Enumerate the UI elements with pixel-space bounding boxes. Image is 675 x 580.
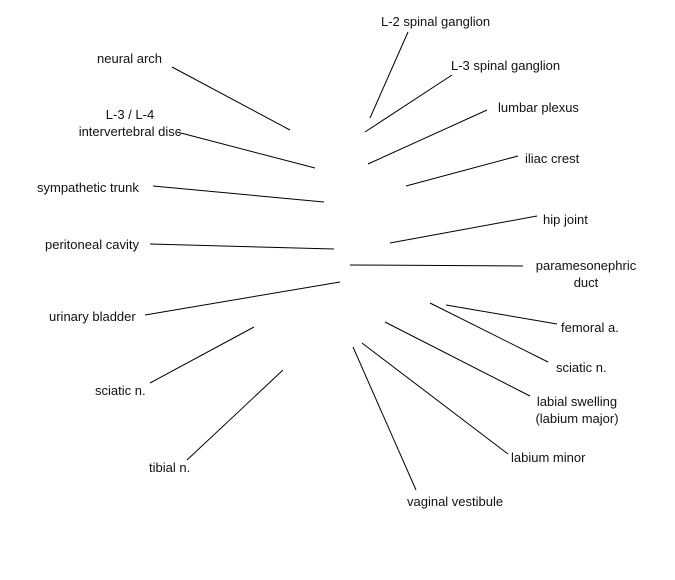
- leader-vaginal-vestibule: [352, 346, 417, 491]
- leader-femoral-a: [445, 304, 558, 325]
- label-l3-l4-disc-line1: L-3 / L-4: [105, 107, 155, 122]
- label-hip-joint: hip joint: [543, 212, 588, 227]
- leader-l3-ganglion: [364, 74, 453, 133]
- leader-lumbar-plexus: [367, 109, 488, 165]
- label-l3-l4-disc-line2: intervertebral disc: [78, 124, 182, 139]
- label-paramesonephric-line1: paramesonephric: [535, 258, 637, 273]
- label-labial-swelling-line1: labial swelling: [536, 394, 618, 409]
- leader-labium-minor: [361, 342, 509, 455]
- label-labial-swelling: labial swelling (labium major): [525, 393, 629, 427]
- label-vaginal-vestibule: vaginal vestibule: [407, 494, 504, 509]
- leader-peritoneal-cavity: [149, 243, 335, 250]
- label-l3-spinal-ganglion: L-3 spinal ganglion: [451, 58, 561, 73]
- leader-hip-joint: [389, 215, 538, 244]
- leader-neural-arch: [171, 66, 291, 131]
- leader-tibial-n: [186, 369, 284, 461]
- label-sympathetic-trunk: sympathetic trunk: [37, 180, 139, 195]
- label-sciatic-n-right: sciatic n.: [556, 360, 607, 375]
- leader-iliac-crest: [405, 155, 519, 187]
- label-paramesonephric-duct: paramesonephric duct: [522, 257, 650, 291]
- label-femoral-a: femoral a.: [561, 320, 619, 335]
- label-urinary-bladder: urinary bladder: [49, 309, 136, 324]
- label-neural-arch: neural arch: [97, 51, 163, 66]
- label-l3-l4-disc: L-3 / L-4 intervertebral disc: [60, 106, 200, 140]
- leader-sciatic-n-left: [149, 326, 255, 384]
- label-labium-minor: labium minor: [511, 450, 586, 465]
- leader-urinary-bladder: [144, 281, 341, 316]
- label-lumbar-plexus: lumbar plexus: [498, 100, 579, 115]
- label-paramesonephric-line2: duct: [573, 275, 599, 290]
- leader-sympathetic-trunk: [152, 185, 325, 203]
- leader-labial-swelling: [384, 321, 531, 397]
- leader-l3-l4-disc: [176, 131, 316, 169]
- label-iliac-crest: iliac crest: [525, 151, 580, 166]
- label-l2-spinal-ganglion: L-2 spinal ganglion: [381, 14, 491, 29]
- leader-sciatic-n-right: [429, 302, 549, 363]
- label-sciatic-n-left: sciatic n.: [95, 383, 146, 398]
- leader-l2-ganglion: [369, 31, 409, 119]
- label-labial-swelling-line2: (labium major): [535, 411, 619, 426]
- leader-paramesonephric-duct: [349, 264, 524, 267]
- label-tibial-n: tibial n.: [149, 460, 191, 475]
- label-peritoneal-cavity: peritoneal cavity: [45, 237, 139, 252]
